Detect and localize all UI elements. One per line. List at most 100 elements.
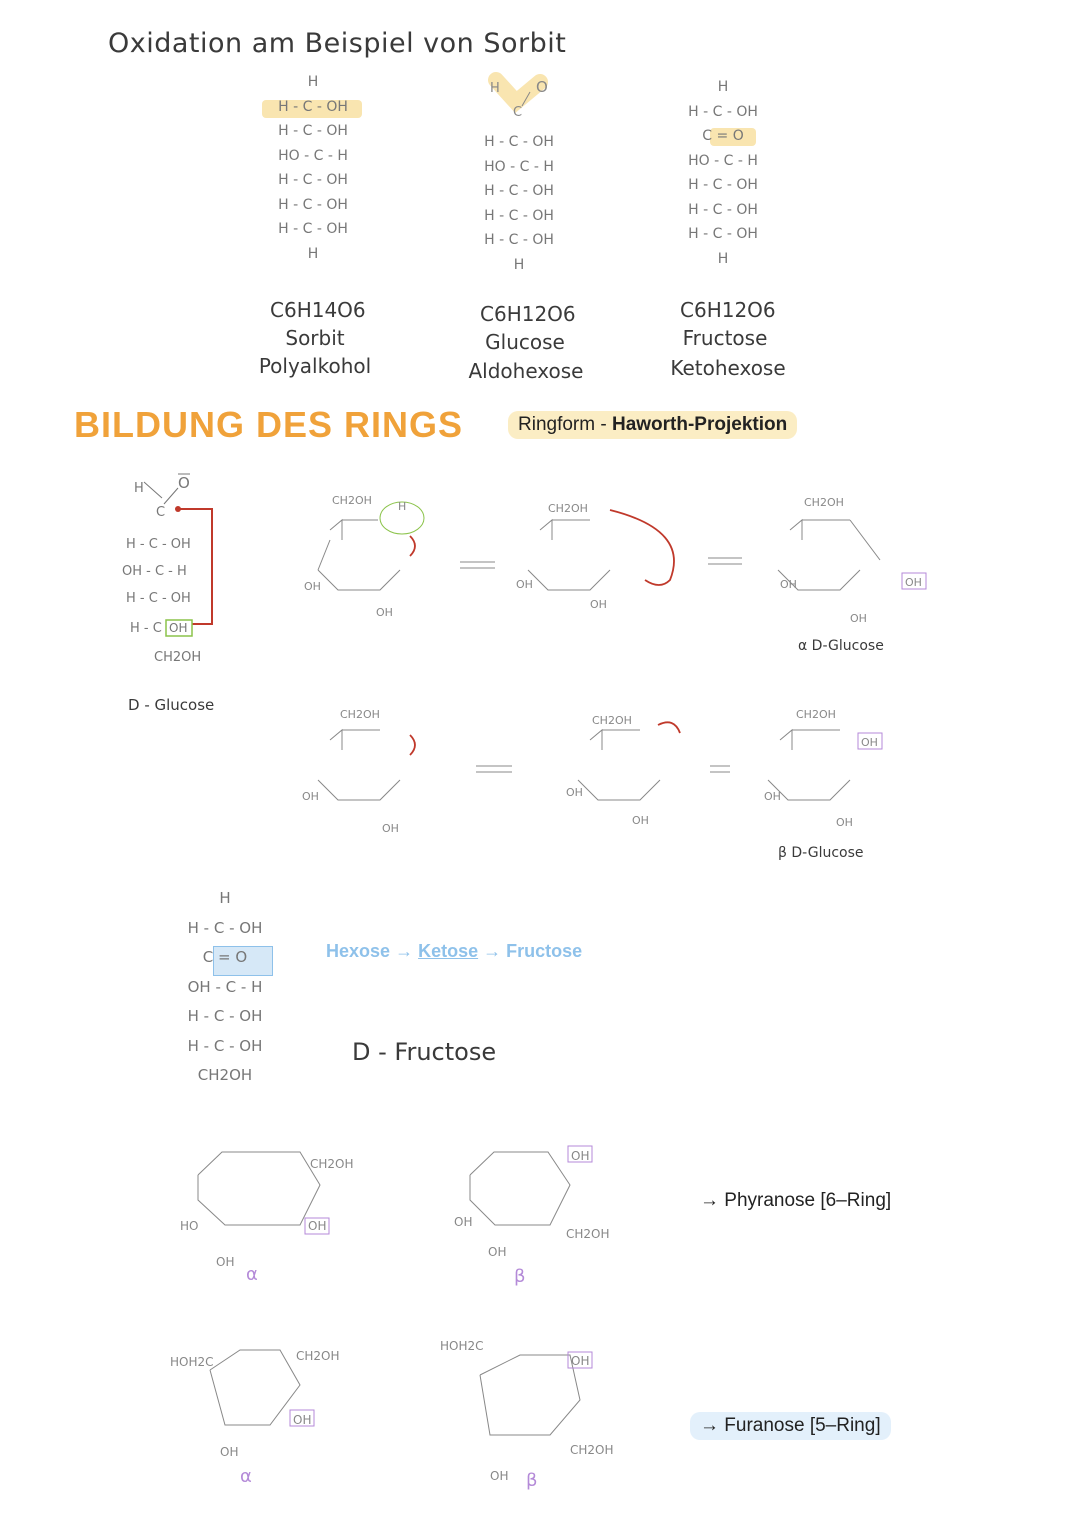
flow-arrow-1: → [395,941,419,961]
structure-line: H [717,250,729,267]
structure-line: C = O [702,128,744,144]
hexose-ketose-flow: Hexose → Ketose → Fructose [326,941,582,962]
svg-text:CH2OH: CH2OH [548,502,588,515]
svg-text:OH: OH [454,1215,472,1229]
svg-text:OH: OH [905,576,922,589]
structure-line: C = O [202,948,248,966]
svg-text:HOH2C: HOH2C [440,1339,484,1353]
sorbit-category: Polyalkohol [258,354,372,378]
structure-line: H - C - OH [484,134,554,150]
structure-line: H - C - OH [278,123,348,139]
svg-text:OH: OH [632,814,649,827]
structure-line: H - C - OH [688,177,758,193]
structure-line: H - C - OH [278,221,348,237]
pill-prefix: Ringform - [518,414,612,435]
structure-line: H - C - OH [688,103,758,120]
structure-line: H - C - OH [484,183,554,199]
structure-line: H - C - OH [187,1007,263,1025]
svg-text:H: H [134,481,144,496]
svg-text:HOH2C: HOH2C [170,1355,214,1369]
svg-text:CH2OH: CH2OH [804,496,844,509]
svg-text:OH: OH [382,822,399,835]
structure-line: H - C - OH [688,226,758,242]
fructose-name: Fructose [682,326,768,350]
svg-text:OH: OH [780,578,797,591]
structure-line: H - C - OH [688,201,758,218]
svg-text:CH2OH: CH2OH [592,714,632,727]
highlight [710,128,756,146]
structure-line: H [513,256,525,273]
glucose-chain-diagram: H O C H - C - OH OH - C - H H - C - OH H… [122,473,213,665]
svg-text:H - C - OH: H - C - OH [126,537,191,552]
furanose-alpha-symbol: α [240,1466,252,1487]
svg-text:OH: OH [516,578,533,591]
structure-line: H [219,889,231,907]
svg-text:OH: OH [376,606,393,619]
structure-line: HO - C - H [688,152,758,169]
pyranose-label: → Phyranose [6–Ring] [690,1187,902,1215]
structure-line: HO - C - H [278,147,348,164]
svg-text:OH: OH [293,1413,311,1427]
svg-text:CH2OH: CH2OH [566,1227,610,1241]
structure-line: OH - C - H [187,977,263,996]
structure-line: CH2OH [197,1066,253,1084]
svg-text:CH2OH: CH2OH [154,650,201,665]
fructose-lines: H H - C - OH C = O HO - C - H H - C - OH H - … [678,75,768,271]
svg-text:OH: OH [490,1469,508,1483]
svg-text:OH: OH [488,1245,506,1259]
pill-bold: Haworth-Projektion [611,414,788,435]
pyranose-alpha-symbol: α [246,1264,258,1285]
glucose-name: Glucose [485,330,565,354]
svg-text:OH: OH [566,786,583,799]
structure-line: H - C - OH [278,98,348,115]
svg-text:CH2OH: CH2OH [296,1349,340,1363]
fructose-category: Ketohexose [670,356,786,380]
section-title: BILDUNG DES RINGS [74,404,464,445]
svg-text:OH: OH [590,598,607,611]
alpha-glucose-label: α D-Glucose [798,638,884,654]
svg-text:O: O [536,78,548,96]
svg-text:H: H [398,500,406,513]
svg-text:OH: OH [302,790,319,803]
svg-text:HO: HO [180,1219,198,1233]
structure-line: HO - C - H [484,158,554,175]
svg-text:OH: OH [836,816,853,829]
svg-text:OH: OH [220,1445,238,1459]
flow-fructose: Fructose [506,941,583,961]
structure-line: H [307,74,319,90]
structure-line: H - C - OH [187,1036,263,1055]
svg-text:OH - C - H: OH - C - H [122,564,187,579]
svg-text:OH: OH [308,1219,326,1233]
svg-text:C: C [513,105,522,120]
structure-line: H - C - OH [278,196,348,213]
svg-text:H - C: H - C [130,621,162,636]
structure-line: H - C - OH [278,172,348,188]
furanose-label: → Furanose [5–Ring] [690,1412,891,1440]
structure-line: H - C - OH [484,232,554,248]
svg-text:CH2OH: CH2OH [340,708,380,721]
flow-arrow-2: → [483,941,507,961]
structure-line: H [717,79,729,95]
pyranose-beta-symbol: β [514,1266,526,1287]
sorbit-name: Sorbit [285,326,345,350]
svg-text:OH: OH [169,621,187,635]
svg-text:H: H [490,81,500,96]
d-fructose-label: D - Fructose [352,1038,497,1066]
sorbit-formula: C6H14O6 [270,298,366,322]
svg-text:O: O [178,474,190,492]
structure-line: H [307,245,319,262]
sorbit-lines: H H - C - OH H - C - OH HO - C - H H - C - O… [268,70,358,266]
glucose-lines: H - C - OH HO - C - H H - C - OH H - C - OH… [474,130,564,277]
svg-text:H - C - OH: H - C - OH [126,591,191,606]
flow-hexose: Hexose [326,941,391,961]
svg-text:OH: OH [571,1149,589,1163]
page-title: Oxidation am Beispiel von Sorbit [108,28,567,59]
svg-text:OH: OH [304,580,321,593]
svg-text:OH: OH [850,612,867,625]
svg-text:OH: OH [571,1354,589,1368]
svg-text:CH2OH: CH2OH [796,708,836,721]
svg-text:C: C [156,505,165,520]
aldehyde-group: H C O [488,72,548,120]
